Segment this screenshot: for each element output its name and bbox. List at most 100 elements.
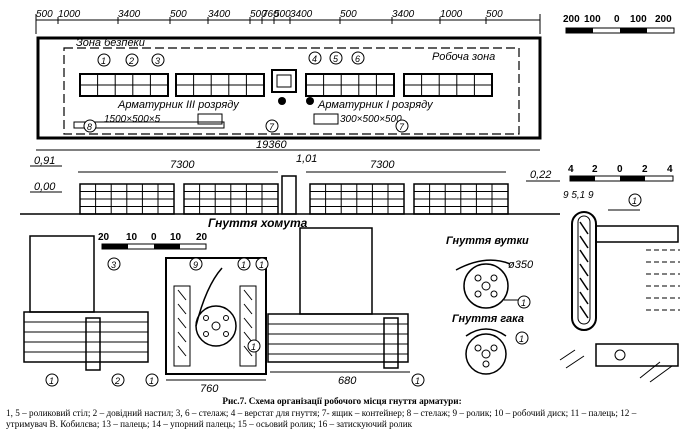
small-scale-2: 0 bbox=[617, 164, 623, 175]
bench-callout-3: 3 bbox=[107, 257, 121, 271]
bench-scale-0: 20 bbox=[98, 232, 110, 243]
scale-label-1: 100 bbox=[584, 14, 601, 25]
svg-text:4: 4 bbox=[312, 54, 317, 64]
level-022: 0,22 bbox=[530, 169, 551, 181]
caption-body: 1, 5 – роликовий стіл; 2 – довідний наст… bbox=[6, 407, 637, 430]
top-dim-0: 500 bbox=[36, 9, 53, 20]
top-dim-12: 500 bbox=[486, 9, 503, 20]
bench-callout-1a: 1 bbox=[45, 373, 59, 387]
small-scale-4: 4 bbox=[667, 164, 673, 175]
rod-callout-1: 1 bbox=[628, 193, 642, 207]
worker3-label: Арматурник III розряду bbox=[117, 99, 240, 111]
top-dim-10: 3400 bbox=[392, 9, 415, 20]
bench-callout-1e: 1 bbox=[247, 339, 261, 353]
top-dim-2: 3400 bbox=[118, 9, 141, 20]
section-dim-2: 7300 bbox=[370, 159, 395, 171]
scale-label-0: 200 bbox=[563, 14, 580, 25]
bending-bench: 20 10 0 10 20 760 680 3 bbox=[23, 227, 425, 395]
scale-label-3: 100 bbox=[630, 14, 647, 25]
small-scale-0: 4 bbox=[568, 164, 574, 175]
scale-label-4: 200 bbox=[655, 14, 672, 25]
bench-callout-9: 9 bbox=[189, 257, 203, 271]
svg-text:1: 1 bbox=[49, 376, 54, 386]
plan-callout-7b: 7 bbox=[395, 119, 409, 133]
svg-text:1: 1 bbox=[149, 376, 154, 386]
plan-callout-1: 1 bbox=[97, 53, 111, 67]
top-dim-1: 1000 bbox=[58, 9, 81, 20]
bench-scale-1: 10 bbox=[126, 232, 138, 243]
svg-text:1: 1 bbox=[521, 298, 526, 308]
svg-text:5: 5 bbox=[333, 54, 339, 64]
top-dim-5: 500 bbox=[250, 9, 267, 20]
stack1-dim: 1500×500×5 bbox=[104, 114, 161, 125]
plan-callout-4: 4 bbox=[308, 51, 322, 65]
bench-callout-1d: 1 bbox=[145, 373, 159, 387]
top-dim-11: 1000 bbox=[440, 9, 463, 20]
svg-text:1: 1 bbox=[519, 334, 524, 344]
level-091: 0,91 bbox=[34, 155, 55, 167]
top-dim-9: 500 bbox=[340, 9, 357, 20]
svg-text:3: 3 bbox=[111, 260, 116, 270]
small-scale-3: 2 bbox=[642, 164, 648, 175]
svg-text:8: 8 bbox=[87, 122, 92, 132]
figure-caption: Рис.7. Схема організації робочого місця … bbox=[0, 396, 684, 448]
svg-text:2: 2 bbox=[114, 376, 120, 386]
title-hook: Гнуття гака bbox=[452, 313, 524, 325]
bench-scale-2: 0 bbox=[151, 232, 157, 243]
section-bender bbox=[281, 175, 297, 215]
top-dim-7: 500 bbox=[274, 9, 291, 20]
plan-total-dim: 19360 bbox=[256, 139, 287, 151]
zone-work-label: Робоча зона bbox=[432, 51, 495, 63]
svg-text:1: 1 bbox=[251, 342, 256, 352]
svg-text:1: 1 bbox=[415, 376, 420, 386]
bending-details: Гнуття вутки ø350 1 Гнуття гака 1 bbox=[446, 235, 534, 375]
bench-dim-left: 760 bbox=[200, 383, 219, 395]
title-rod: Гнуття вутки bbox=[446, 235, 529, 247]
plan-callout-3: 3 bbox=[151, 53, 165, 67]
hook-callout-1a: 1 bbox=[515, 331, 529, 345]
svg-text:1: 1 bbox=[632, 196, 637, 206]
bench-scale-3: 10 bbox=[170, 232, 182, 243]
top-dim-6: 760 bbox=[262, 9, 279, 20]
level-000: 0,00 bbox=[34, 181, 56, 193]
bench-scale: 20 10 0 10 20 bbox=[98, 232, 208, 250]
svg-text:1: 1 bbox=[259, 260, 264, 270]
svg-text:6: 6 bbox=[355, 54, 360, 64]
diameter-label: ø350 bbox=[508, 259, 534, 271]
worker1-label: Арматурник I розряду bbox=[317, 99, 434, 111]
svg-text:7: 7 bbox=[269, 122, 275, 132]
top-dim-8: 3400 bbox=[290, 9, 313, 20]
stack2-dim: 300×500×500 bbox=[340, 114, 402, 125]
scale-bar: 200 100 0 100 200 bbox=[563, 14, 675, 34]
svg-text:7: 7 bbox=[399, 122, 405, 132]
svg-text:1: 1 bbox=[241, 260, 246, 270]
small-dims: 9 5,1 9 bbox=[563, 190, 594, 201]
plan-callout-6: 6 bbox=[351, 51, 365, 65]
top-dim-3: 500 bbox=[170, 9, 187, 20]
small-scale-1: 2 bbox=[592, 164, 598, 175]
svg-text:1: 1 bbox=[101, 56, 106, 66]
bench-scale-4: 20 bbox=[196, 232, 208, 243]
caption-title: Рис.7. Схема організації робочого місця … bbox=[222, 396, 462, 406]
top-dim-4: 3400 bbox=[208, 9, 231, 20]
scale-label-2: 0 bbox=[614, 14, 620, 25]
bench-dim-right: 680 bbox=[338, 375, 357, 387]
bench-callout-1c: 1 bbox=[255, 257, 269, 271]
bench-callout-1b: 1 bbox=[237, 257, 251, 271]
plan-callout-7a: 7 bbox=[265, 119, 279, 133]
level-101: 1,01 bbox=[296, 153, 317, 165]
section-view: 0,91 0,00 1,01 0,22 7300 7300 Гнуття хом… bbox=[20, 153, 560, 230]
plan-callout-2: 2 bbox=[125, 53, 139, 67]
zone-safety-label: Зона безпеки bbox=[76, 37, 145, 49]
section-dim-1: 7300 bbox=[170, 159, 195, 171]
svg-text:2: 2 bbox=[128, 56, 134, 66]
plan-callout-8: 8 bbox=[83, 119, 97, 133]
plan-callout-5: 5 bbox=[329, 51, 343, 65]
svg-text:3: 3 bbox=[155, 56, 160, 66]
section-title: Гнуття хомута bbox=[208, 216, 308, 230]
rod-callout-top: 1 bbox=[517, 295, 531, 309]
bench-callout-1f: 1 bbox=[411, 373, 425, 387]
rod-detail: 4 2 0 2 4 9 5,1 9 1 bbox=[563, 164, 680, 367]
